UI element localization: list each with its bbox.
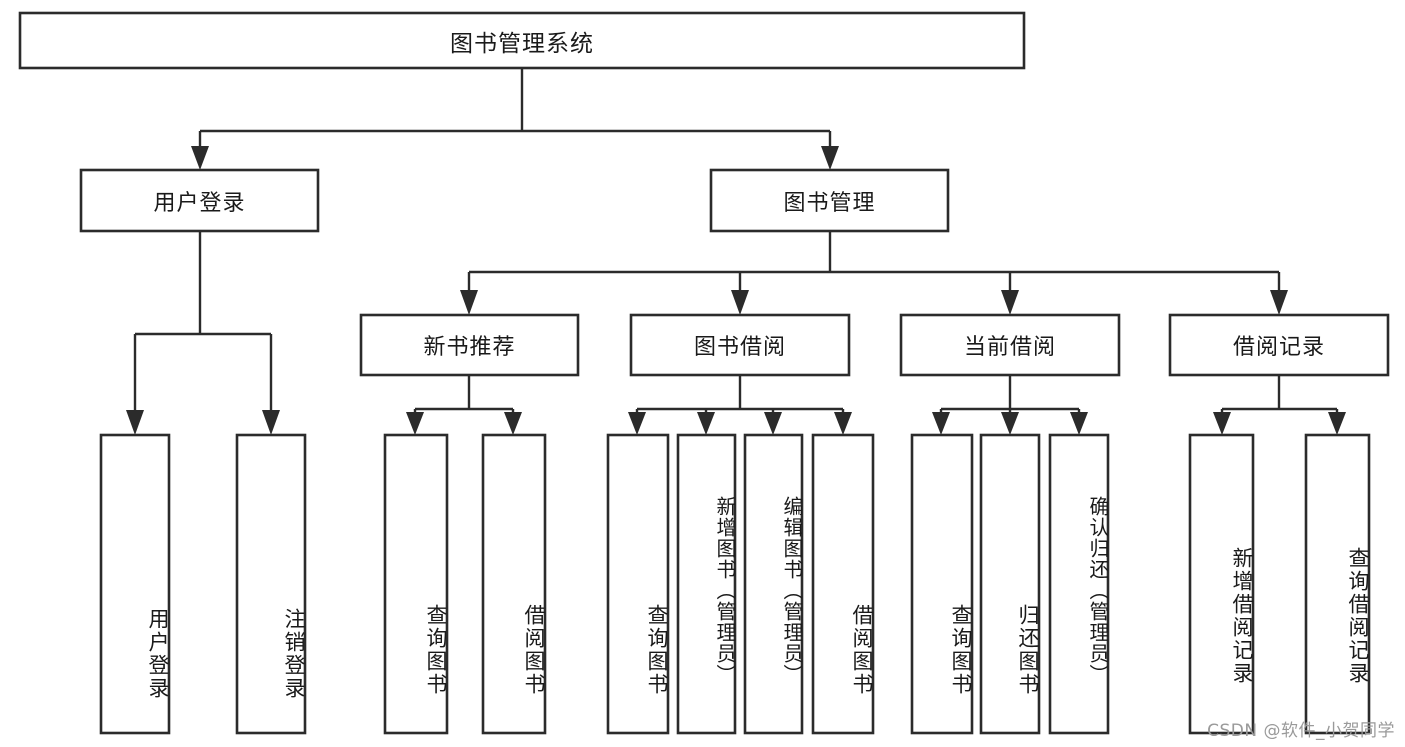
arrow-head-icon [406,412,424,435]
connector-userlogin-to-leaves [126,231,280,435]
node-box-current-borrow[interactable] [899,313,1121,377]
node-box-borrow-record[interactable] [1168,313,1390,377]
arrow-head-icon [460,290,478,315]
connector-newbook-to-leaves [406,375,522,435]
connector-currentborrow-to-leaves [932,375,1088,435]
arrow-head-icon [821,146,839,170]
arrow-head-icon [697,412,715,435]
node-box-leaf-borrow-book-1[interactable] [481,433,547,735]
arrow-head-icon [504,412,522,435]
arrow-head-icon [1270,290,1288,315]
node-box-leaf-query-book-3[interactable] [910,433,974,735]
arrow-head-icon [1328,412,1346,435]
arrow-head-icon [731,290,749,315]
arrow-head-icon [764,412,782,435]
arrow-head-icon [932,412,950,435]
connector-root-to-level2 [191,68,839,170]
connector-bookborrow-to-leaves [628,375,852,435]
node-box-leaf-logout[interactable] [235,433,307,735]
node-box-book-borrow[interactable] [629,313,851,377]
node-box-leaf-query-book-1[interactable] [383,433,449,735]
node-box-book-management[interactable] [709,168,950,233]
arrow-head-icon [126,410,144,435]
arrow-head-icon [1070,412,1088,435]
node-box-root[interactable] [18,11,1026,70]
arrow-head-icon [262,410,280,435]
arrow-head-icon [1001,290,1019,315]
node-box-leaf-confirm-return[interactable] [1048,433,1110,735]
arrow-head-icon [1213,412,1231,435]
connector-borrowrecord-to-leaves [1213,375,1346,435]
node-box-leaf-add-record[interactable] [1188,433,1255,735]
node-box-leaf-edit-book[interactable] [743,433,804,735]
arrow-head-icon [834,412,852,435]
node-box-user-login[interactable] [79,168,320,233]
arrow-head-icon [1001,412,1019,435]
node-box-leaf-return-book[interactable] [979,433,1041,735]
node-box-leaf-add-book[interactable] [676,433,737,735]
arrow-head-icon [191,146,209,170]
node-box-new-book-recommend[interactable] [359,313,580,377]
watermark-text: CSDN @软件_小贺同学 [1207,721,1395,741]
node-box-leaf-user-login[interactable] [99,433,171,735]
connector-bookmgmt-to-level3 [460,231,1288,315]
arrow-head-icon [628,412,646,435]
node-box-leaf-query-record[interactable] [1304,433,1371,735]
node-box-leaf-borrow-book-2[interactable] [811,433,875,735]
node-box-leaf-query-book-2[interactable] [606,433,670,735]
